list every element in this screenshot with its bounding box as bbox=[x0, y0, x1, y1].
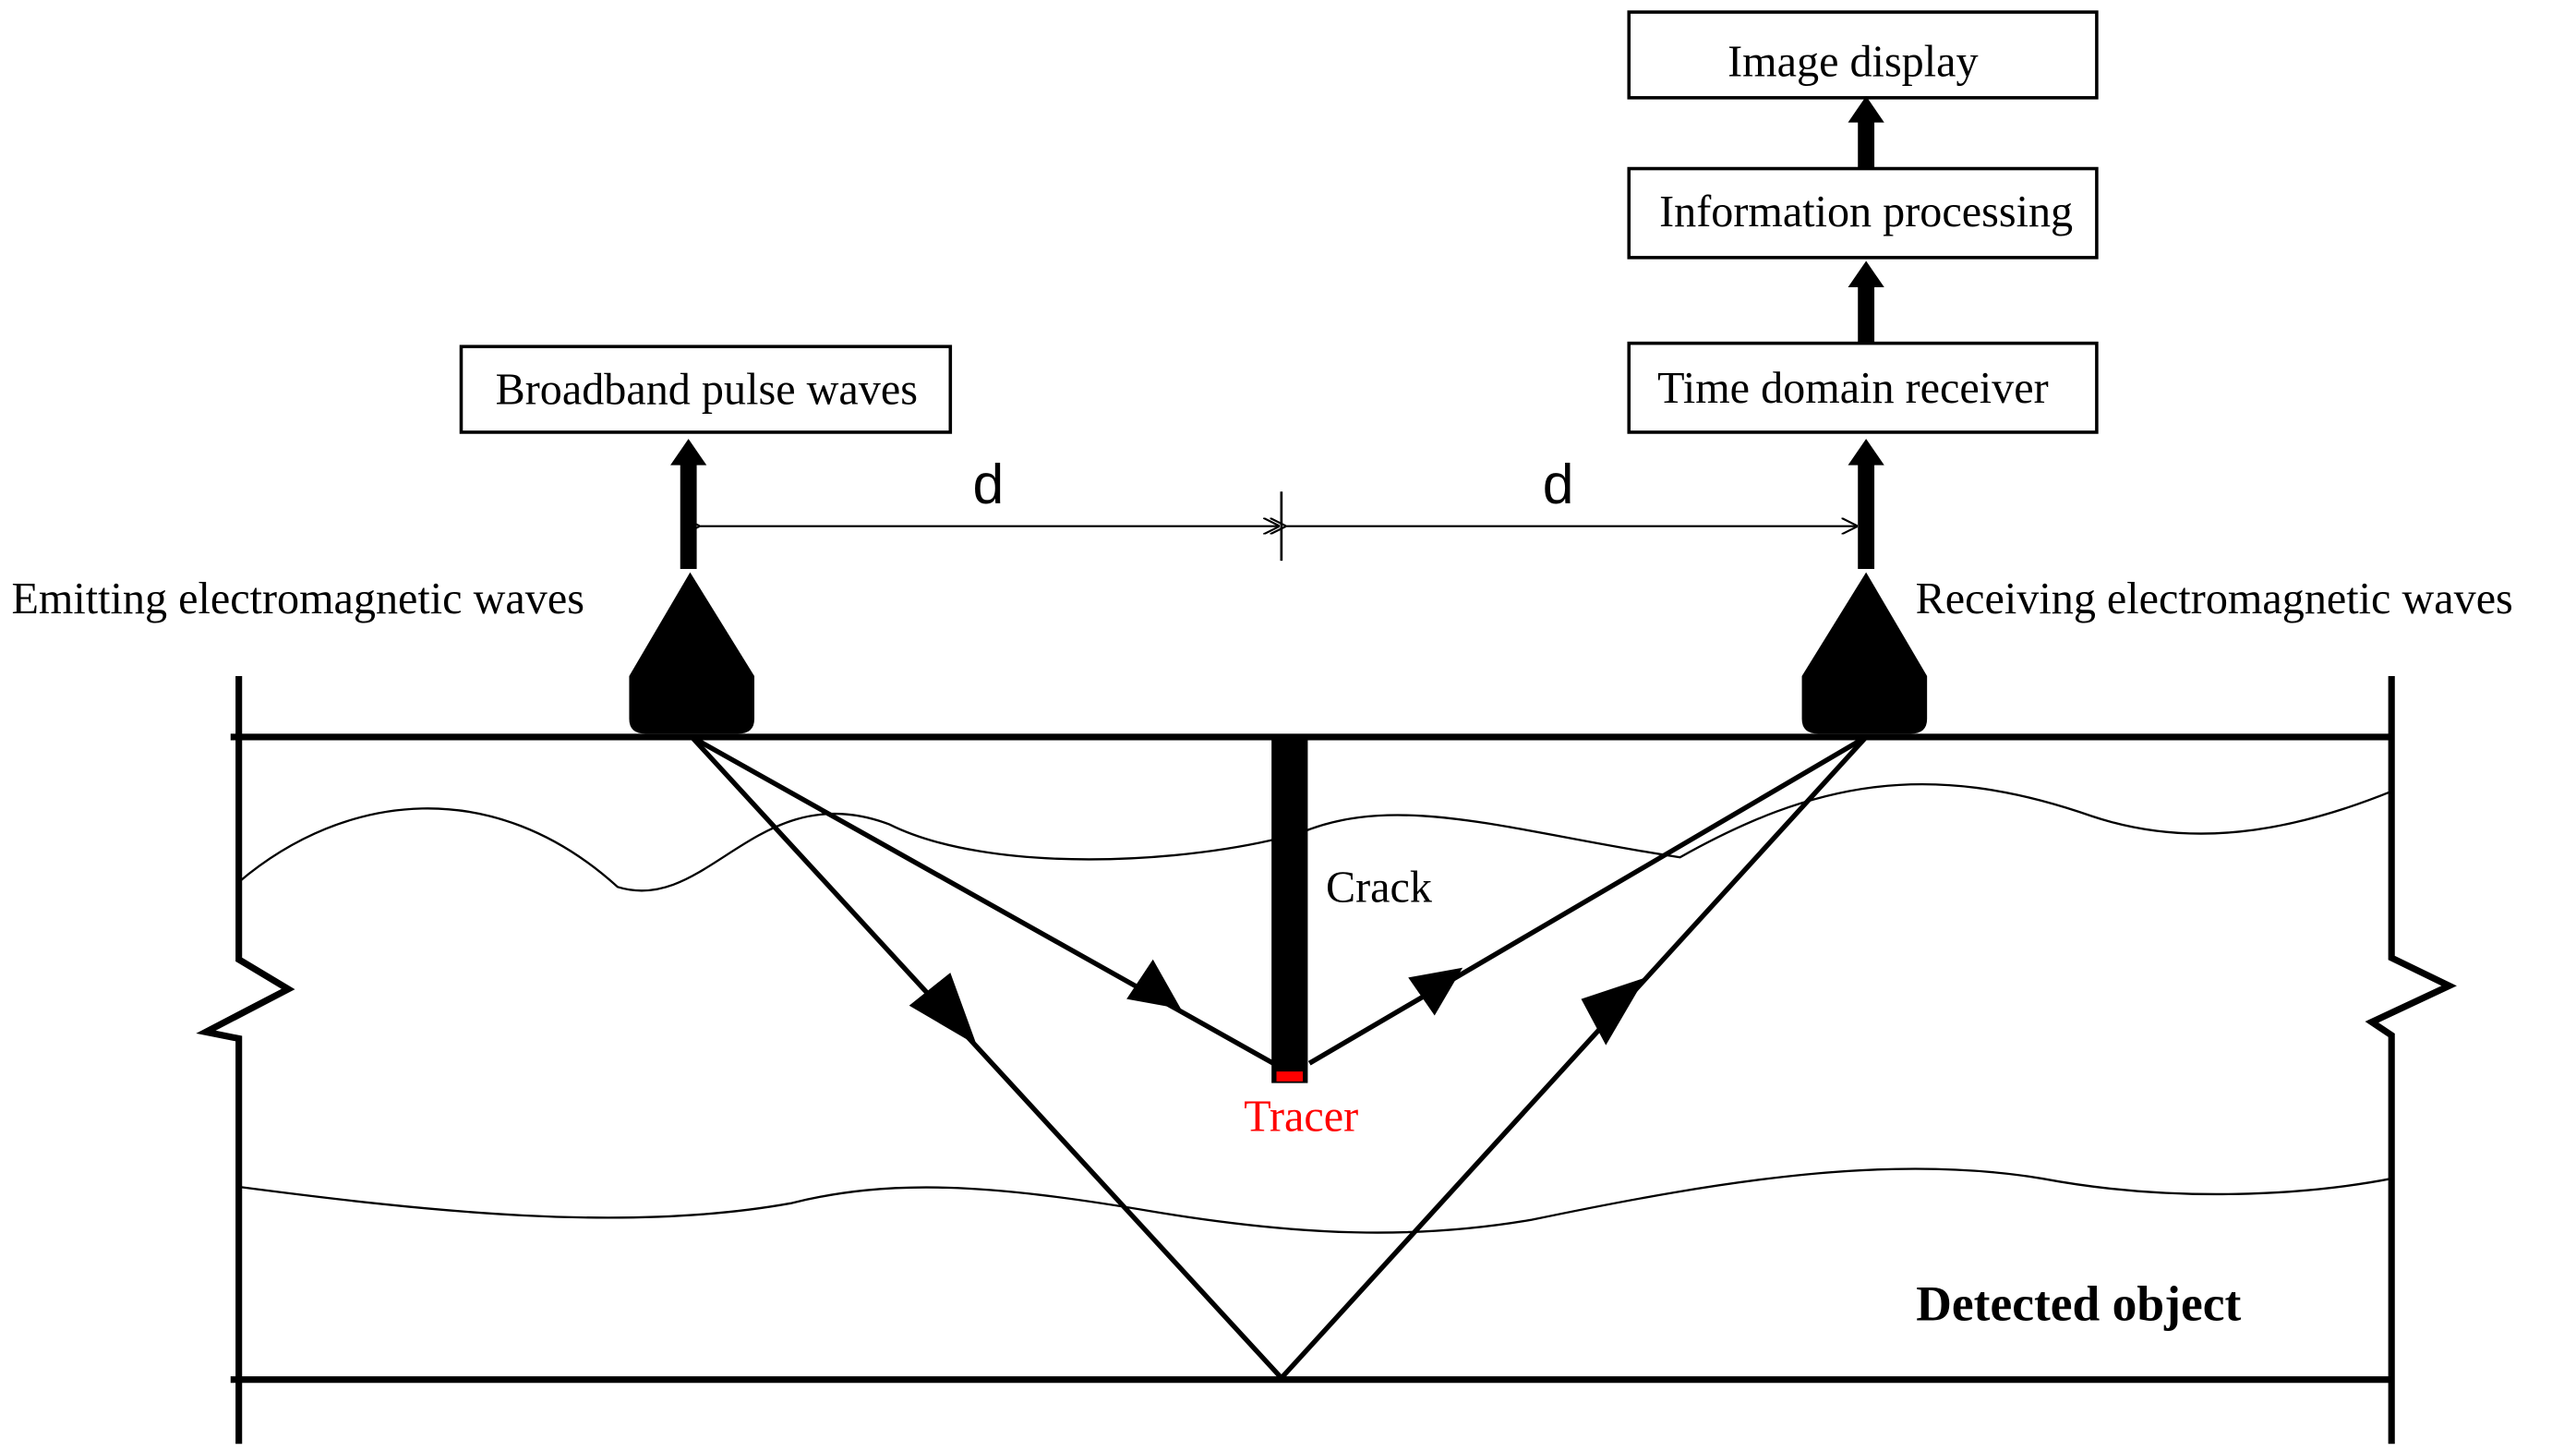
detected-object-label: Detected object bbox=[1916, 1276, 2241, 1331]
ray-arrow-emit-crack bbox=[1126, 959, 1182, 1010]
display-box: Image display bbox=[1627, 10, 2099, 100]
receiving-antenna bbox=[1801, 572, 1928, 734]
crack-label: Crack bbox=[1326, 863, 1433, 912]
ray-arrow-emit-deep bbox=[909, 973, 977, 1046]
emitting-label: Emitting electromagnetic waves bbox=[11, 574, 584, 623]
tracer-label: Tracer bbox=[1244, 1092, 1358, 1141]
crack bbox=[1271, 736, 1308, 1083]
display-label: Image display bbox=[1727, 38, 1978, 87]
processing-box: Information processing bbox=[1627, 166, 2099, 260]
distance-dimension: d d bbox=[698, 453, 1856, 562]
broadband-label: Broadband pulse waves bbox=[496, 366, 918, 415]
receiver-label: Time domain receiver bbox=[1657, 364, 2048, 413]
receiver-to-processing-arrow bbox=[1848, 260, 1884, 344]
distance-left-label: d bbox=[972, 453, 1004, 515]
receiving-label: Receiving electromagnetic waves bbox=[1916, 574, 2513, 623]
tracer-marker bbox=[1276, 1071, 1304, 1082]
emitter-up-arrow bbox=[670, 439, 707, 570]
detected-object-body bbox=[196, 675, 2457, 1445]
layer-boundary-upper bbox=[237, 783, 2392, 892]
processing-label: Information processing bbox=[1659, 187, 2073, 236]
processing-to-display-arrow bbox=[1848, 96, 1884, 169]
emitting-antenna bbox=[629, 572, 755, 734]
ray-arrow-receive-crack bbox=[1408, 967, 1463, 1016]
receiver-box: Time domain receiver bbox=[1627, 341, 2099, 434]
distance-right-label: d bbox=[1543, 453, 1574, 515]
layer-boundary-lower bbox=[238, 1167, 2392, 1234]
ray-arrow-receive-deep bbox=[1581, 977, 1646, 1046]
broadband-box: Broadband pulse waves bbox=[459, 345, 953, 434]
ray-paths bbox=[690, 734, 1869, 1380]
receiver-up-arrow bbox=[1848, 439, 1884, 570]
